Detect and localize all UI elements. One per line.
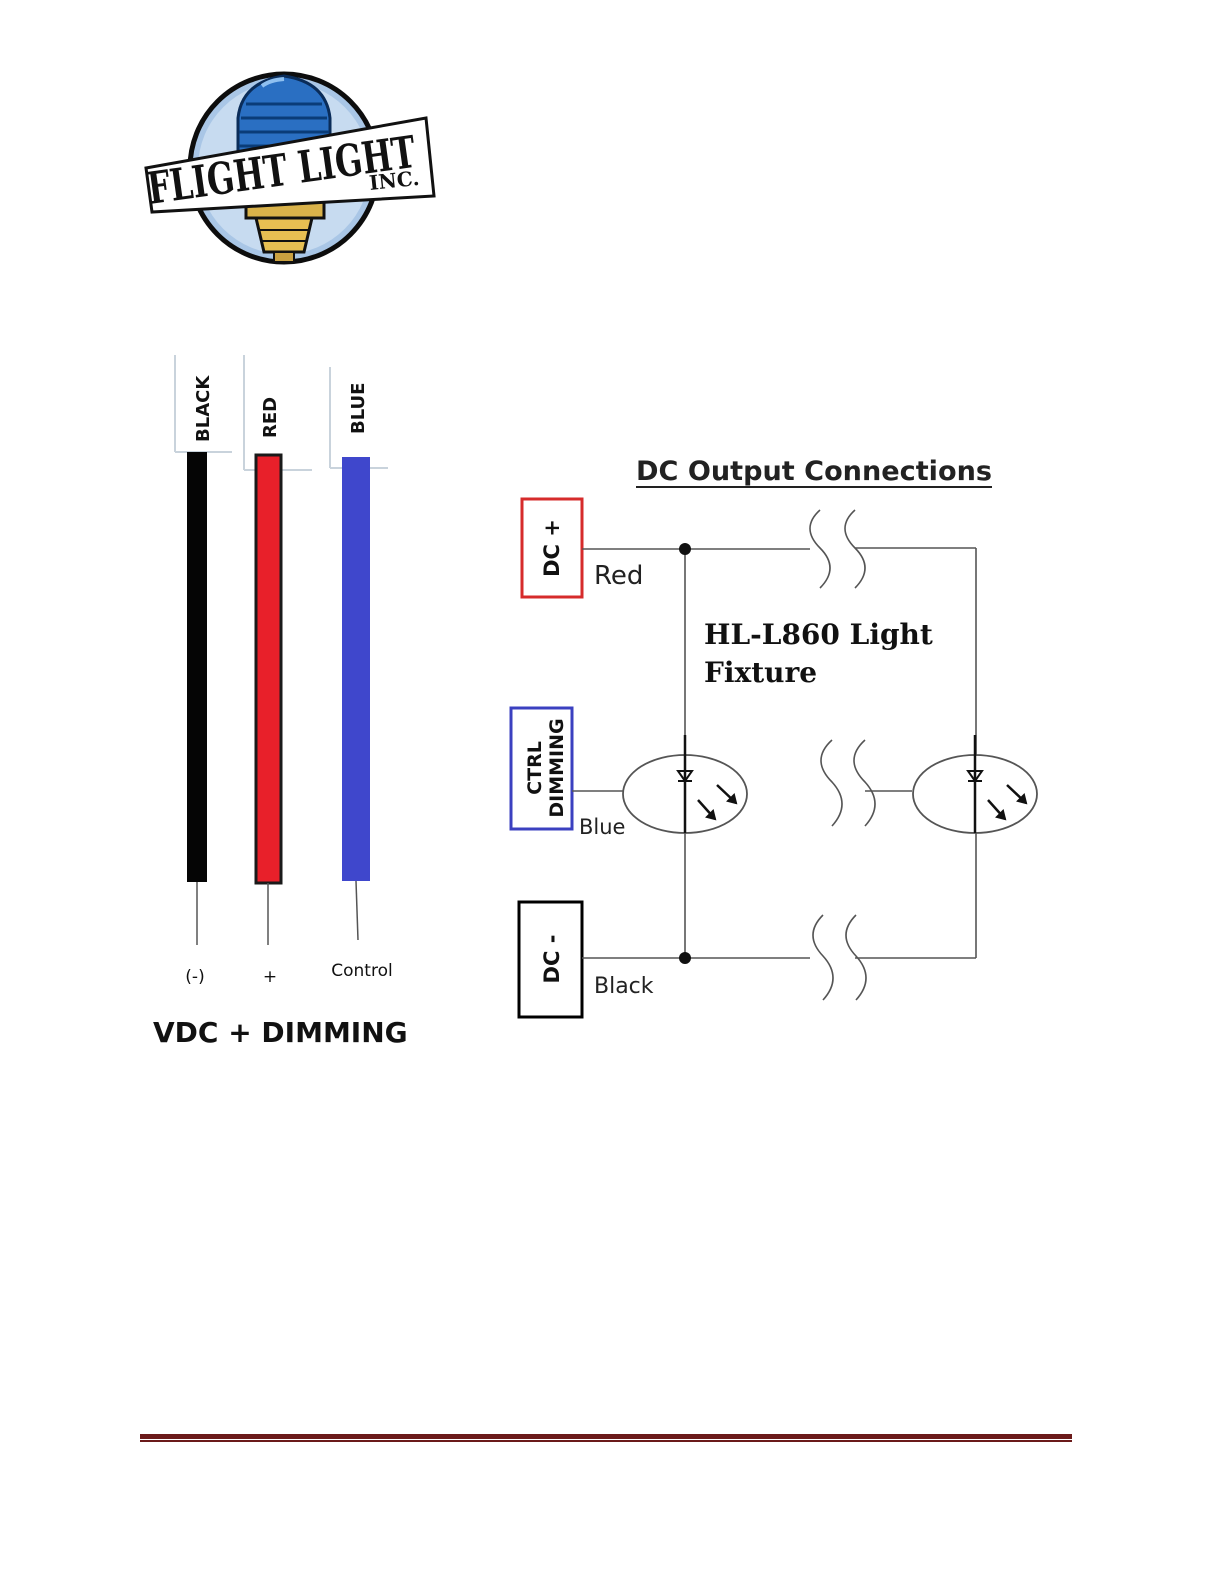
wire-diagram-caption: VDC + DIMMING	[153, 1016, 408, 1049]
wire-label-black: BLACK	[193, 375, 214, 442]
terminal-negative: (-)	[185, 967, 204, 987]
wire-color-diagram: BLACK RED BLUE (-) + Control VDC + DIMMI…	[153, 355, 408, 1049]
fixture-label-line2: Fixture	[704, 656, 817, 689]
ctrl-label: CTRL	[524, 741, 546, 795]
schematic-title: DC Output Connections	[636, 456, 992, 487]
wire-blue	[342, 457, 370, 881]
dc-plus-label: DC +	[540, 519, 564, 577]
circuit-wires	[572, 548, 976, 958]
wire-red	[256, 455, 281, 883]
dc-minus-label: DC -	[540, 935, 564, 984]
wire-label-red: RED	[260, 397, 281, 438]
led-fixture-left	[623, 735, 747, 833]
junction-top	[679, 543, 691, 555]
footer-rule	[140, 1434, 1072, 1442]
wire-label-blue: BLUE	[348, 383, 369, 434]
fixture-label-line1: HL-L860 Light	[704, 618, 933, 651]
wire-black	[187, 452, 207, 882]
terminal-positive: +	[263, 967, 277, 987]
flight-light-logo: FLIGHT LIGHT INC.	[144, 74, 434, 262]
dimming-label: DIMMING	[546, 718, 568, 817]
wire-name-red: Red	[594, 561, 643, 591]
wire-name-black: Black	[594, 974, 654, 999]
led-fixture-right	[913, 735, 1037, 833]
terminal-control: Control	[331, 961, 392, 981]
wire-break-symbols	[810, 510, 875, 1000]
wire-name-blue: Blue	[579, 815, 625, 839]
dc-output-schematic: DC Output Connections DC + CTRL DIMMING …	[511, 456, 1037, 1017]
junction-bottom	[679, 952, 691, 964]
